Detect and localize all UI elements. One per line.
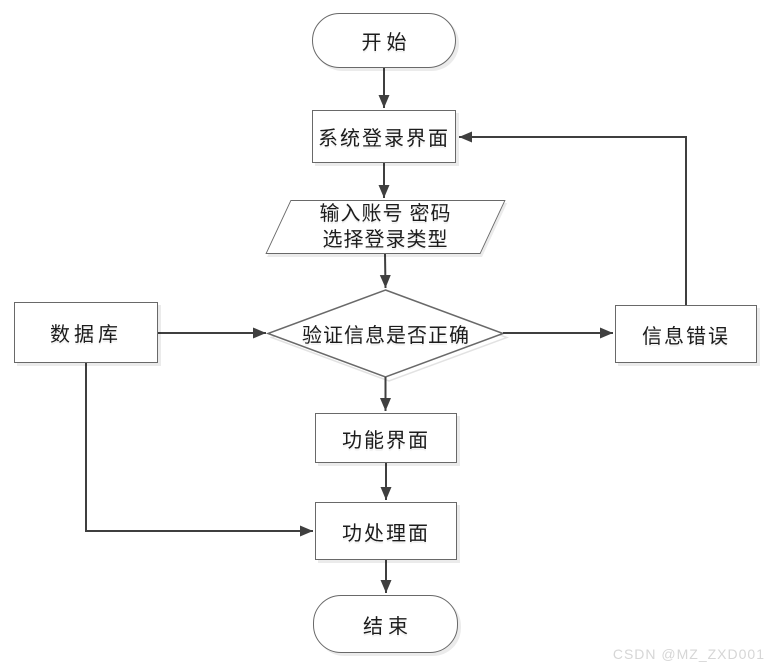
node-input-label-line1: 输入账号 密码	[319, 203, 452, 225]
edge-database-to-process	[85, 363, 313, 537]
node-info-error-label: 信息错误	[642, 325, 730, 348]
node-database-label: 数据库	[50, 324, 122, 346]
node-process-screen: 功处理面	[315, 502, 457, 560]
node-process-screen-label: 功处理面	[342, 522, 430, 545]
node-function-screen: 功能界面	[315, 413, 457, 463]
node-login-screen: 系统登录界面	[312, 110, 456, 163]
node-info-error: 信息错误	[615, 305, 757, 363]
node-end: 结束	[313, 595, 458, 653]
edge-error-to-login	[459, 131, 687, 305]
node-input-credentials: 输入账号 密码 选择登录类型	[265, 200, 506, 254]
node-input-label-line2: 选择登录类型	[322, 229, 449, 251]
node-start-label: 开始	[361, 32, 412, 54]
node-input-label: 输入账号 密码 选择登录类型	[279, 201, 492, 253]
node-login-label: 系统登录界面	[318, 128, 450, 150]
node-function-screen-label: 功能界面	[342, 429, 430, 452]
node-database: 数据库	[14, 302, 158, 363]
csdn-watermark: CSDN @MZ_ZXD001	[612, 646, 765, 662]
node-verify-label: 验证信息是否正确	[302, 325, 470, 347]
node-start: 开始	[312, 13, 456, 68]
edge-input-to-verify	[379, 253, 391, 289]
node-end-label: 结束	[363, 615, 413, 638]
